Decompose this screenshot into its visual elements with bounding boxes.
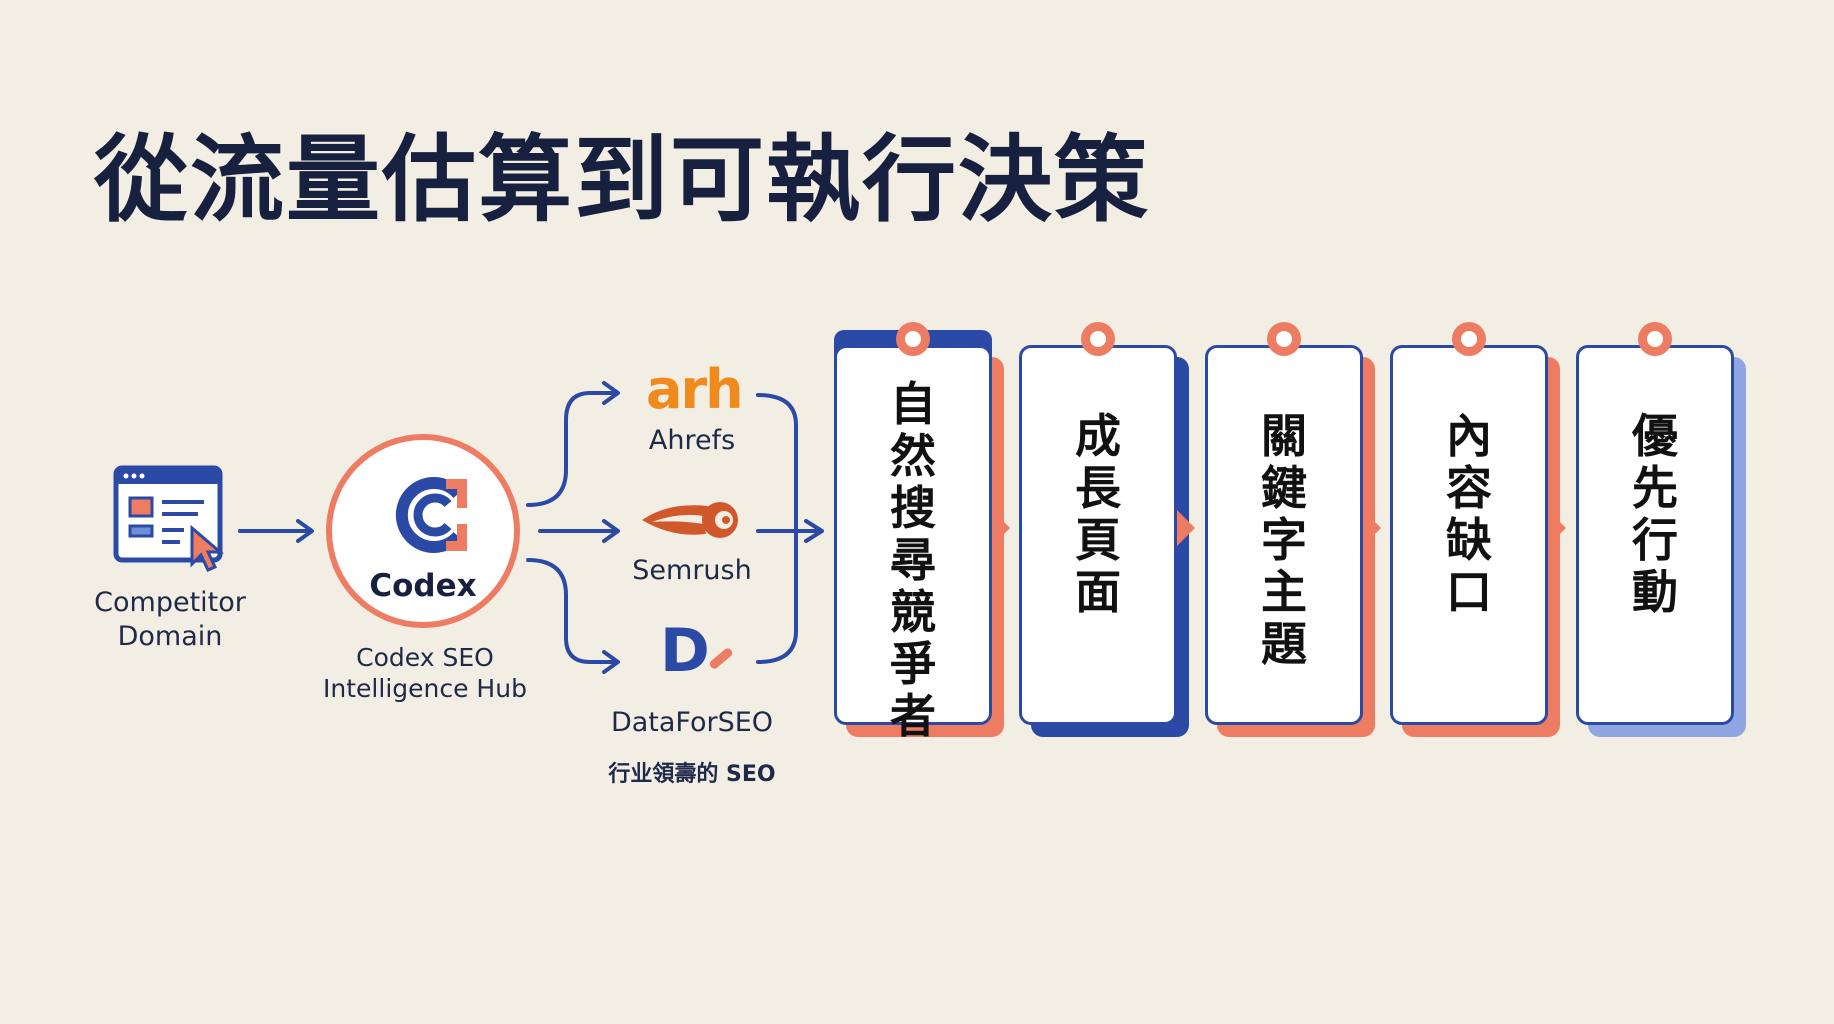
step-char: 行: [1632, 513, 1678, 567]
step-char: 競: [890, 585, 936, 639]
step-char: 頁: [1075, 513, 1121, 567]
step-label: 優先行動: [1579, 410, 1731, 618]
step-char: 字: [1261, 513, 1307, 567]
step-char: 動: [1632, 565, 1678, 619]
dataforseo-slash-icon: [708, 646, 734, 671]
step-label: 成長頁面: [1022, 410, 1174, 618]
step-char: 長: [1075, 461, 1121, 515]
codex-logo-text: Codex: [369, 568, 477, 604]
step-char: 鍵: [1261, 461, 1307, 515]
step-ring-icon: [1452, 322, 1486, 356]
step-card-3: 關鍵字主題: [1205, 345, 1363, 725]
tools-note: 行业領壽的 SEO: [608, 762, 776, 787]
step-arrow-icon: [1363, 510, 1381, 546]
step-label: 關鍵字主題: [1208, 410, 1360, 670]
step-char: 內: [1446, 409, 1492, 463]
semrush-label: Semrush: [632, 555, 752, 586]
codex-logo-icon: [395, 477, 467, 553]
step-char: 先: [1632, 461, 1678, 515]
step-char: 口: [1446, 565, 1492, 619]
codex-hub-circle: Codex: [326, 434, 520, 628]
ahrefs-label: Ahrefs: [648, 425, 736, 456]
step-char: 自: [890, 377, 936, 431]
step-char: 面: [1075, 565, 1121, 619]
page-title: 從流量估算到可執行決策: [94, 126, 1151, 235]
step-ring-icon: [1638, 322, 1672, 356]
step-arrow-icon: [1177, 510, 1195, 546]
step-char: 然: [890, 429, 936, 483]
dataforseo-logo: D: [660, 616, 740, 686]
step-card-1: 自然搜尋競爭者: [834, 345, 992, 742]
step-label: 自然搜尋競爭者: [837, 378, 989, 742]
step-ring-icon: [1081, 322, 1115, 356]
step-card-5: 優先行動: [1576, 345, 1734, 725]
step-char: 搜: [890, 481, 936, 535]
step-char: 優: [1632, 409, 1678, 463]
step-arrow-icon: [1548, 510, 1566, 546]
step-char: 成: [1075, 409, 1121, 463]
browser-window-cursor-icon: [113, 465, 225, 572]
step-char: 題: [1261, 617, 1307, 671]
step-char: 爭: [890, 637, 936, 691]
step-ring-icon: [1267, 322, 1301, 356]
step-card-2: 成長頁面: [1019, 345, 1177, 725]
step-card-4: 內容缺口: [1390, 345, 1548, 725]
ahrefs-logo: arh: [646, 358, 744, 421]
step-arrow-icon: [992, 510, 1010, 546]
step-ring-icon: [896, 322, 930, 356]
dataforseo-label: DataForSEO: [610, 707, 774, 738]
step-char: 主: [1261, 565, 1307, 619]
step-char: 容: [1446, 461, 1492, 515]
step-char: 缺: [1446, 513, 1492, 567]
semrush-fireball-icon: [642, 502, 738, 538]
step-char: 者: [890, 689, 936, 743]
step-char: 關: [1261, 409, 1307, 463]
step-label: 內容缺口: [1393, 410, 1545, 618]
step-char: 尋: [890, 533, 936, 587]
